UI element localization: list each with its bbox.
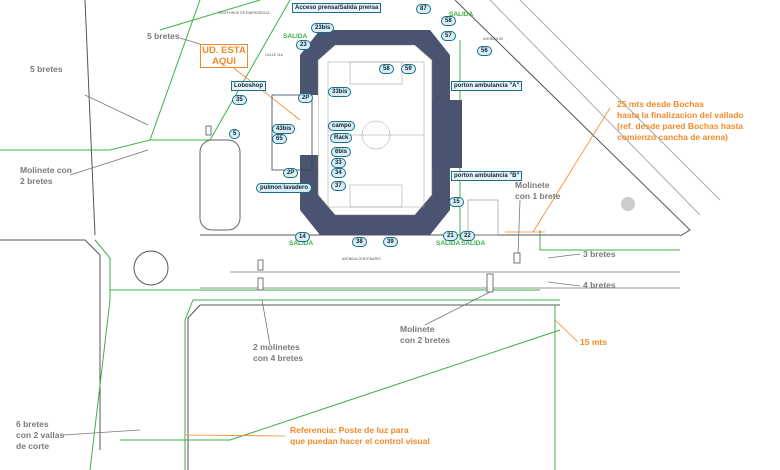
gate-bubble: 38 xyxy=(352,237,367,247)
bochas-note: 25 mts desde Bochas hasta la finalizacio… xyxy=(617,99,744,142)
gate-bubble: 33 xyxy=(331,158,346,168)
turnstile-markers xyxy=(205,125,521,293)
gate-bubble: 58 xyxy=(379,64,394,74)
gate-bubble: 65 xyxy=(272,134,287,144)
road-line xyxy=(519,0,721,201)
prensa-box: Acceso prensa/Salida prensa xyxy=(292,3,382,13)
bretes6-label: 6 bretes con 2 vallas de corte xyxy=(16,419,65,451)
campo-label: campo xyxy=(328,121,356,131)
salida-label: SALIDA xyxy=(289,240,314,247)
reference-lines xyxy=(184,64,611,437)
pulmon-label: pulmon lavadero xyxy=(256,183,313,193)
road-line xyxy=(489,0,701,216)
curb xyxy=(454,0,691,237)
bretes5-top-label: 5 bretes xyxy=(147,31,180,41)
gate-bubble: 2P xyxy=(283,168,299,178)
stadium xyxy=(271,30,499,236)
gate-bubble: 5 xyxy=(229,129,241,139)
bretes4-label: 4 bretes xyxy=(583,280,616,290)
mts15-label: 15 mts xyxy=(580,337,607,347)
molinete-2-left-label: Molinete con 2 bretes xyxy=(20,165,72,186)
southeast-building xyxy=(467,199,499,236)
salida-label: SALIDA xyxy=(283,33,308,40)
referencia-label: Referencia: Poste de luz para que puedan… xyxy=(290,425,430,446)
gate-bubble: 6bis xyxy=(331,147,352,157)
bretes3-label: 3 bretes xyxy=(583,249,616,259)
ambulancia-b-box: porton ambulancia "B" xyxy=(451,171,523,181)
gate-bubble: 43bis xyxy=(272,124,296,134)
gate-bubble: 23bis xyxy=(311,23,335,33)
gate-bubble: 39 xyxy=(383,237,398,247)
salida-label: SALIDA xyxy=(449,11,474,18)
rack-label: Rack xyxy=(330,133,353,143)
gate-bubble: 34 xyxy=(331,168,346,178)
gate-bubble: 23 xyxy=(296,40,311,50)
bochas-marker xyxy=(621,197,635,211)
gate-bubble: 37 xyxy=(331,181,346,191)
gate-bubble: 21 xyxy=(443,231,458,241)
leader-lines xyxy=(62,37,581,436)
gate-bubble: 2P xyxy=(298,93,314,103)
street-calle: CALLE 116 xyxy=(265,53,283,57)
molinetes-2-label: 2 molinetes con 4 bretes xyxy=(253,342,304,363)
gate-bubble: 59 xyxy=(401,64,416,74)
side-building xyxy=(199,139,241,231)
street-avenida-ne: AVENIDA 60 xyxy=(483,37,503,41)
salida-label: SALIDA xyxy=(436,240,461,247)
gate-bubble: 35 xyxy=(232,95,247,105)
loboshop-box: Loboshop xyxy=(231,81,266,91)
gate-bubble: 14 xyxy=(295,232,310,242)
you-are-here-label: UD. ESTA AQUI xyxy=(200,44,248,68)
gate-bubble: 15 xyxy=(449,197,464,207)
gate-bubble: 57 xyxy=(441,31,456,41)
gate-bubble: 33bis xyxy=(328,87,352,97)
west-gap xyxy=(300,95,318,155)
roundabout xyxy=(133,250,169,286)
gate-bubble: 87 xyxy=(416,4,431,14)
curb xyxy=(84,0,96,236)
street-avenida: AVENIDA CENTENARIO xyxy=(342,257,381,261)
bretes5-left-label: 5 bretes xyxy=(30,64,63,74)
east-stand xyxy=(432,100,462,168)
molinete-1-label: Molinete con 1 brete xyxy=(515,180,561,201)
salida-label: SALIDA xyxy=(461,240,486,247)
gate-bubble: 22 xyxy=(460,231,475,241)
curb-left xyxy=(0,239,101,450)
molinete-2-bottom-label: Molinete con 2 bretes xyxy=(400,324,451,345)
gate-bubble: 58 xyxy=(441,16,456,26)
emergency-table-title: TELEFONOS DE EMERGENCIA xyxy=(218,11,270,15)
curb-mid xyxy=(187,304,201,470)
ambulancia-a-box: porton ambulancia "A" xyxy=(451,81,523,91)
gate-bubble: 56 xyxy=(477,46,492,56)
